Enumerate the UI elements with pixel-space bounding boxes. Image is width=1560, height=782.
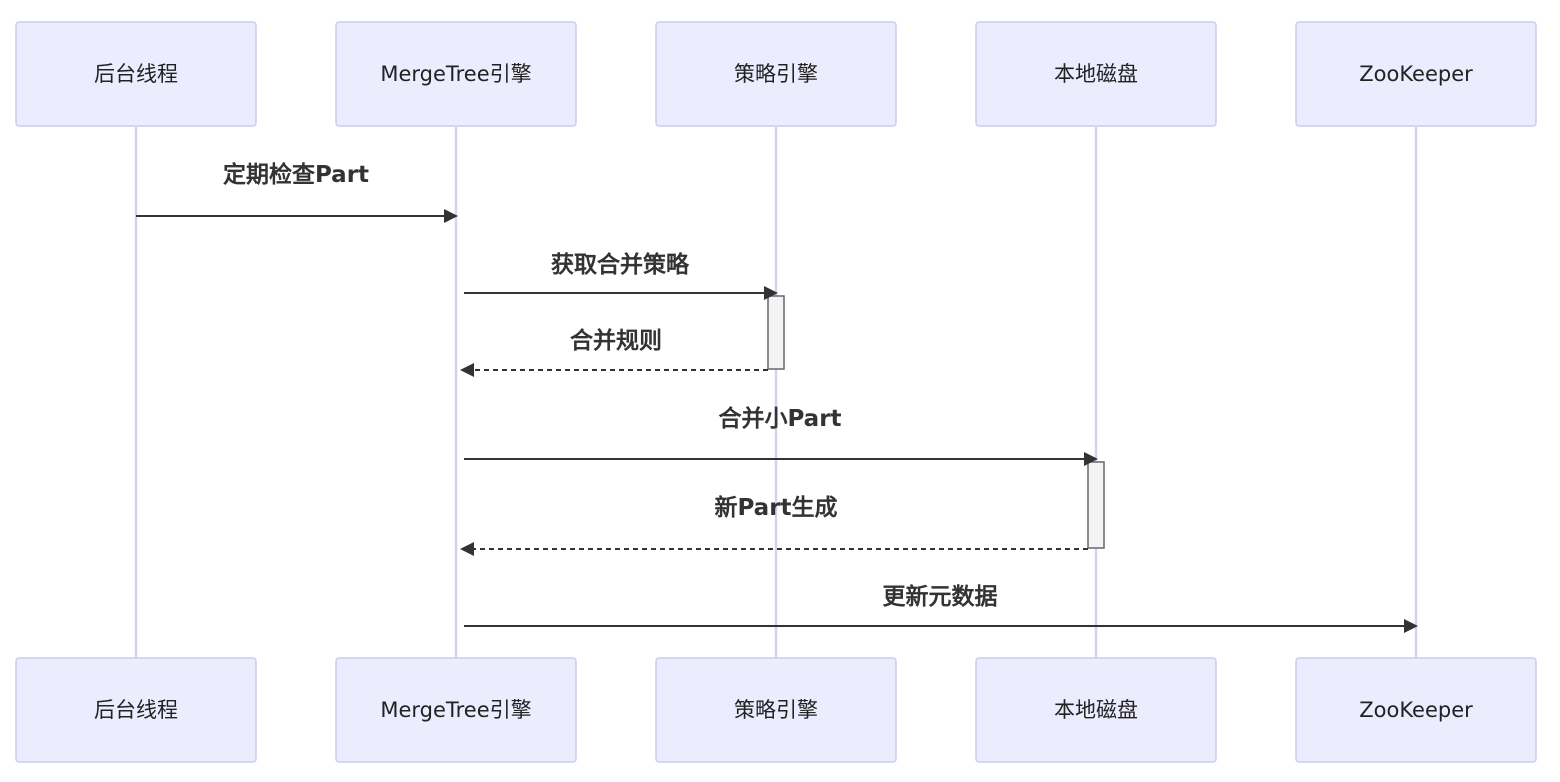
actor-label: ZooKeeper [1359,62,1473,86]
messages: 定期检查Part 获取合并策略 合并规则 合并小Part 新Part生成 更新元… [136,161,1418,633]
message-label: 合并小Part [718,405,841,432]
actor-top-mt[interactable]: MergeTree引擎 [335,21,577,127]
message-check-part: 定期检查Part [136,161,458,223]
message-update-metadata: 更新元数据 [464,583,1418,633]
message-label: 获取合并策略 [551,251,690,278]
actors-bottom: 后台线程 MergeTree引擎 策略引擎 本地磁盘 ZooKeeper [15,657,1537,763]
lifelines [134,127,1418,658]
actor-label: 策略引擎 [734,62,818,86]
actor-label: MergeTree引擎 [380,62,531,86]
actor-top-ld[interactable]: 本地磁盘 [975,21,1217,127]
actor-label: 本地磁盘 [1054,698,1138,722]
activation-sp [767,295,785,370]
actor-bottom-ld[interactable]: 本地磁盘 [975,657,1217,763]
message-get-strategy: 获取合并策略 [464,251,778,300]
actor-label: ZooKeeper [1359,698,1473,722]
actor-label: 本地磁盘 [1054,62,1138,86]
actor-top-sp[interactable]: 策略引擎 [655,21,897,127]
message-merge-rules: 合并规则 [460,327,768,377]
message-new-part: 新Part生成 [460,494,1088,556]
actors-top: 后台线程 MergeTree引擎 策略引擎 本地磁盘 ZooKeeper [15,21,1537,127]
message-label: 新Part生成 [714,494,837,521]
actor-bottom-bg[interactable]: 后台线程 [15,657,257,763]
message-merge-small-parts: 合并小Part [464,405,1098,466]
actor-bottom-sp[interactable]: 策略引擎 [655,657,897,763]
actor-top-zk[interactable]: ZooKeeper [1295,21,1537,127]
activation-ld [1087,461,1105,549]
actor-label: 后台线程 [94,62,178,86]
actor-bottom-mt[interactable]: MergeTree引擎 [335,657,577,763]
message-label: 定期检查Part [223,161,369,188]
actor-bottom-zk[interactable]: ZooKeeper [1295,657,1537,763]
activations [767,295,1105,549]
actor-top-bg[interactable]: 后台线程 [15,21,257,127]
message-label: 更新元数据 [883,583,998,610]
actor-label: MergeTree引擎 [380,698,531,722]
actor-label: 策略引擎 [734,698,818,722]
message-label: 合并规则 [570,327,662,354]
actor-label: 后台线程 [94,698,178,722]
